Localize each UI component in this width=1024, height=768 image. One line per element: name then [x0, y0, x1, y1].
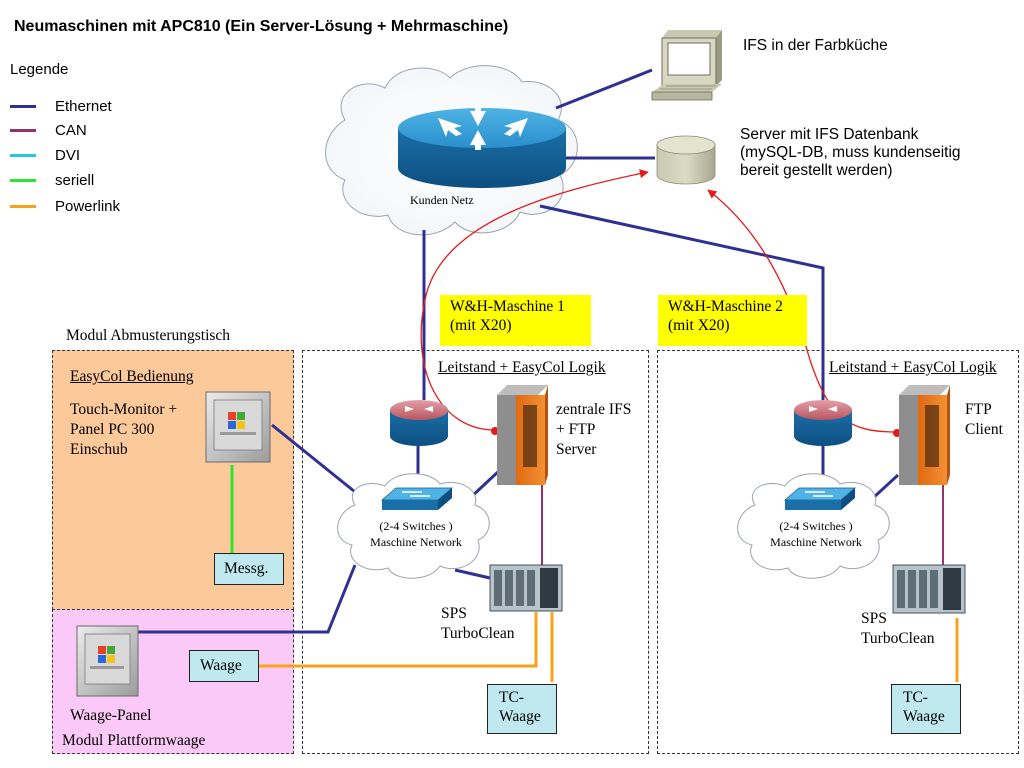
ifs-pc-label: IFS in der Farbküche [743, 37, 888, 54]
switch-cloud-machine1 [337, 473, 490, 579]
machine2-header: Leitstand + EasyCol Logik [829, 359, 997, 376]
apc-label-line: FTP [965, 401, 992, 418]
legend-item-seriell: seriell [10, 169, 94, 191]
legend-item-dvi: DVI [10, 144, 80, 166]
tc-waage-line: TC- [499, 689, 524, 706]
apc-label-line: + FTP [556, 421, 596, 438]
description-line: Einschub [70, 441, 128, 458]
easycol-description: Touch-Monitor + Panel PC 300 Einschub [70, 400, 177, 460]
machine2-tc-waage-box: TC- Waage [891, 684, 961, 734]
can-links [541, 485, 944, 565]
server-label-line: Server mit IFS Datenbank [740, 126, 919, 143]
legend-label: DVI [55, 146, 81, 164]
legend-item-powerlink: Powerlink [10, 195, 120, 217]
banner-line: W&H-Maschine 1 [450, 298, 565, 315]
machine-router-icon [390, 400, 448, 446]
network-switch-icon [380, 487, 454, 510]
legend-title: Legende [10, 61, 69, 78]
tc-waage-line: Waage [903, 708, 945, 725]
modul-abmusterung-title: Modul Abmusterungstisch [66, 327, 231, 344]
sps-label-line: TurboClean [441, 625, 515, 642]
powerlink-links [258, 612, 959, 682]
ethernet-links [128, 68, 900, 634]
modul-waage-title: Modul Plattformwaage [62, 732, 206, 749]
apc-label-line: Client [965, 421, 1003, 438]
machine1-region [302, 350, 649, 754]
server-label-line: (mySQL-DB, muss kundenseitig [740, 144, 961, 161]
messg-box: Messg. [214, 553, 284, 585]
apc-label-line: Server [556, 441, 597, 458]
legend-swatch [10, 153, 36, 157]
network-switch-icon [783, 487, 857, 510]
legend-swatch [10, 178, 36, 182]
diagram-title: Neumaschinen mit APC810 (Ein Server-Lösu… [14, 18, 509, 35]
machine2-switch-label: (2-4 Switches ) Maschine Network [760, 518, 872, 550]
description-line: Panel PC 300 [70, 421, 155, 438]
switch-label-line: (2-4 Switches ) [379, 519, 453, 533]
sps-label-line: TurboClean [861, 630, 935, 647]
legend-swatch [10, 128, 36, 132]
easycol-heading: EasyCol Bedienung [70, 368, 194, 385]
machine2-sps-label: SPS TurboClean [861, 609, 935, 649]
legend-label: Ethernet [55, 97, 112, 115]
sps-label-line: SPS [441, 605, 467, 622]
switch-label-line: Maschine Network [370, 535, 462, 549]
core-router-icon [398, 106, 566, 188]
sps-label-line: SPS [861, 610, 887, 627]
machine2-region [657, 350, 1019, 754]
description-line: Touch-Monitor + [70, 401, 178, 418]
apc810-industrial-pc-icon [497, 385, 548, 485]
legend-label: Powerlink [55, 197, 121, 215]
customer-network-label: Kunden Netz [410, 193, 474, 207]
banner-line: (mit X20) [668, 317, 730, 334]
legend-label: seriell [55, 171, 95, 189]
desktop-computer-icon [651, 30, 722, 101]
tc-waage-line: TC- [903, 689, 928, 706]
machine1-banner: W&H-Maschine 1 (mit X20) [440, 295, 591, 346]
tc-waage-line: Waage [499, 708, 541, 725]
plc-controller-icon [489, 564, 563, 612]
machine2-apc-label: FTP Client [965, 400, 1003, 440]
server-label-line: bereit gestellt werden) [740, 162, 893, 179]
apc810-industrial-pc-icon [899, 385, 950, 485]
machine1-sps-label: SPS TurboClean [441, 604, 515, 644]
banner-line: (mit X20) [450, 317, 512, 334]
waage-box: Waage [189, 650, 259, 682]
database-server-icon [656, 135, 716, 185]
server-label: Server mit IFS Datenbank (mySQL-DB, muss… [740, 126, 961, 180]
machine2-banner: W&H-Maschine 2 (mit X20) [658, 295, 807, 346]
switch-label-line: (2-4 Switches ) [779, 519, 853, 533]
machine-router-icon [794, 400, 852, 446]
legend-label: CAN [55, 121, 87, 139]
machine1-apc-label: zentrale IFS + FTP Server [556, 400, 631, 460]
machine1-header: Leitstand + EasyCol Logik [438, 359, 606, 376]
legend-swatch [10, 204, 36, 208]
machine1-tc-waage-box: TC- Waage [487, 684, 557, 734]
banner-line: W&H-Maschine 2 [668, 298, 783, 315]
plc-controller-icon [892, 564, 966, 614]
legend-item-ethernet: Ethernet [10, 95, 112, 117]
touch-monitor-icon [205, 391, 271, 463]
scale-panel-icon [76, 625, 139, 697]
apc-label-line: zentrale IFS [556, 401, 632, 418]
legend-swatch [10, 104, 36, 108]
switch-label-line: Maschine Network [770, 535, 862, 549]
waage-panel-label: Waage-Panel [70, 707, 152, 724]
legend-item-can: CAN [10, 119, 87, 141]
machine1-switch-label: (2-4 Switches ) Maschine Network [360, 518, 472, 550]
